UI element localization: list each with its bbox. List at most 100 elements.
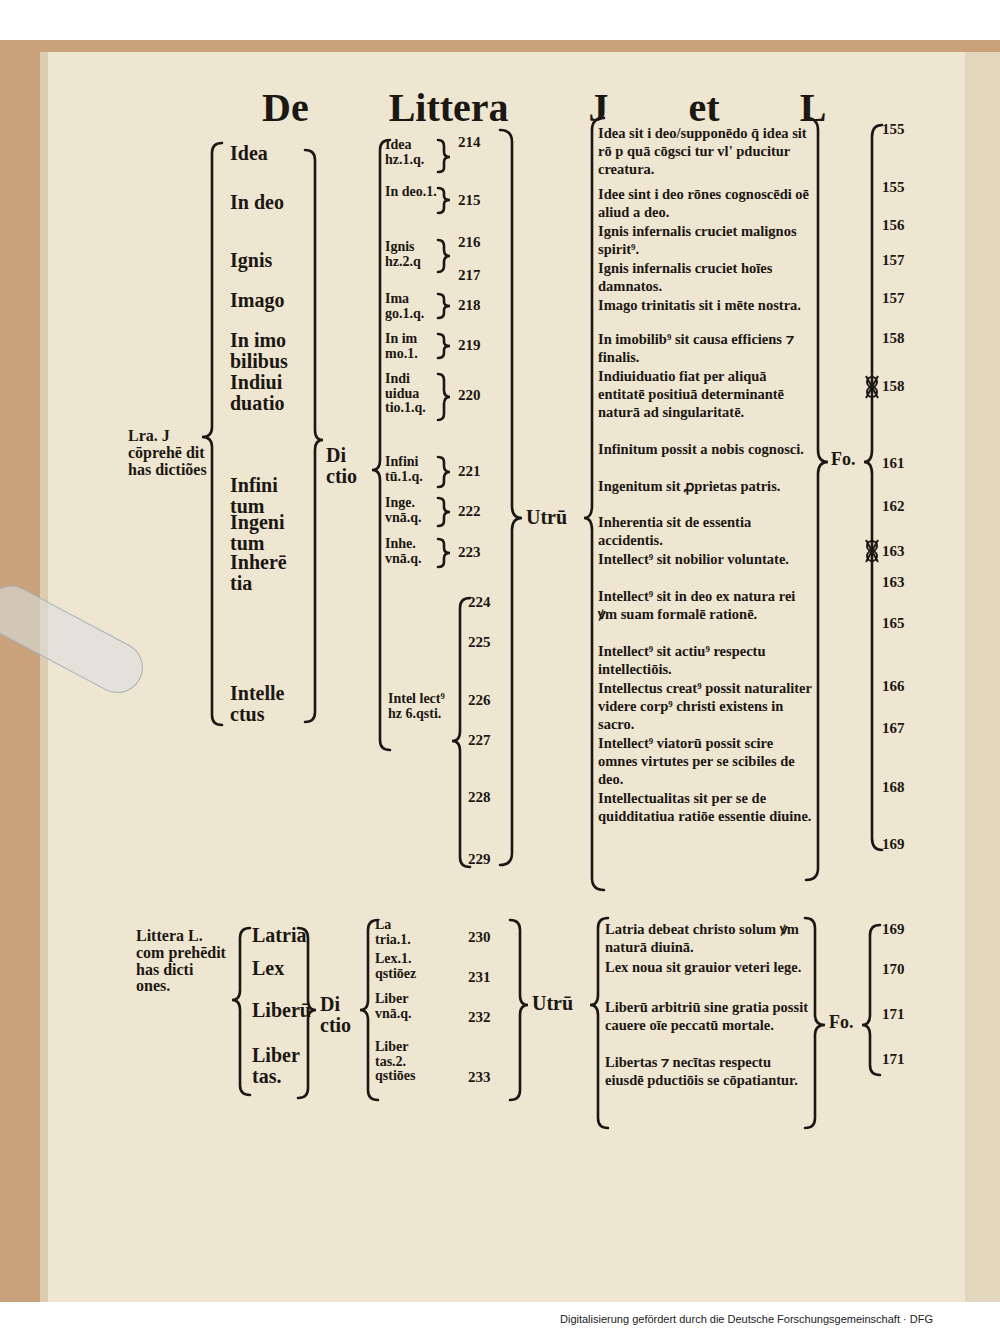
dictio-word: Liber tas. — [252, 1045, 312, 1087]
dictio-word: In deo — [230, 192, 310, 213]
question-number: 233 — [468, 1070, 508, 1086]
folio-number: 166 — [882, 679, 932, 695]
glass-pointer — [0, 577, 151, 701]
folio-number: 163 — [882, 544, 932, 560]
question-number: 223 — [458, 545, 498, 561]
question-text: Ingenitum sit ꝓprietas patris. — [598, 477, 813, 495]
folio-number: 155 — [882, 122, 932, 138]
page-title: De Littera J et L — [262, 84, 826, 131]
folio-number: 157 — [882, 253, 932, 269]
dictio-word: In imo bilibus — [230, 330, 310, 372]
question-text: Ignis infernalis cruciet malignos spirit… — [598, 222, 813, 258]
dictio-word: Ingeni tum — [230, 512, 310, 554]
question-text: Libertas ⁊ necītas respectu eiusdē pduct… — [605, 1053, 810, 1089]
dictio-label: Di ctio — [326, 445, 368, 487]
question-text: Imago trinitatis sit i mēte nostra. — [598, 296, 813, 314]
question-text: Liberū arbitriū sine gratia possit cauer… — [605, 998, 810, 1034]
knot-ornaments — [866, 376, 878, 562]
utrum-label: Utrū — [532, 993, 588, 1014]
folio-number: 167 — [882, 721, 932, 737]
folio-number: 157 — [882, 291, 932, 307]
folio-number: 161 — [882, 456, 932, 472]
question-text: Idee sint i deo rōnes cognoscēdi oē aliu… — [598, 185, 813, 221]
folio-number: 156 — [882, 218, 932, 234]
folio-number: 158 — [882, 379, 932, 395]
question-text: Intellect⁹ sit in deo ex natura rei ꝟm s… — [598, 587, 813, 623]
question-ref: Inhe. vnā.q. — [385, 537, 440, 566]
question-number: 231 — [468, 970, 508, 986]
dictio-word: Lex — [252, 958, 312, 979]
question-text: Lex noua sit grauior veteri lege. — [605, 958, 810, 976]
question-text: In imobilib⁹ sit causa efficiens ⁊ final… — [598, 330, 813, 366]
dictio-word: Ignis — [230, 250, 310, 271]
folio-label: Fo. — [829, 1013, 865, 1032]
question-ref: Intel lect⁹ hz 6.qsti. — [388, 692, 448, 721]
dictio-word: Idea — [230, 143, 310, 164]
question-text: Ignis infernalis cruciet hoīes damnatos. — [598, 259, 813, 295]
dictio-word: Imago — [230, 290, 310, 311]
folio-number: 168 — [882, 780, 932, 796]
question-text: Idea sit i deo/supponēdo q̄ idea sit rō … — [598, 124, 813, 178]
dictio-word: Inherē tia — [230, 552, 310, 594]
question-ref: In im mo.1. — [385, 332, 440, 361]
folio-number: 169 — [882, 837, 932, 853]
footer-band — [540, 1308, 1000, 1334]
folio-number: 171 — [882, 1007, 932, 1023]
binding — [0, 40, 1000, 1302]
dictio-label: Di ctio — [320, 994, 362, 1036]
question-ref: Indi uidua tio.1.q. — [385, 372, 440, 416]
brackets — [202, 118, 882, 1128]
utrum-label: Utrū — [526, 507, 582, 528]
question-text: Inherentia sit de essentia accidentis. — [598, 513, 813, 549]
question-ref: Lex.1. qstiōez — [375, 952, 435, 981]
question-ref: Ignis hz.2.q — [385, 240, 440, 269]
folio-number: 165 — [882, 616, 932, 632]
question-number: 221 — [458, 464, 498, 480]
folio-number: 171 — [882, 1052, 932, 1068]
question-number: 222 — [458, 504, 498, 520]
question-ref: Ima go.1.q. — [385, 292, 440, 321]
question-number: 232 — [468, 1010, 508, 1026]
question-number: 228 — [468, 790, 508, 806]
folio-number: 170 — [882, 962, 932, 978]
question-number: 217 — [458, 268, 498, 284]
question-ref: Inge. vnā.q. — [385, 496, 440, 525]
question-text: Intellectualitas sit per se de quidditat… — [598, 789, 813, 825]
question-number: 214 — [458, 135, 498, 151]
question-number: 226 — [468, 693, 508, 709]
dictio-word: Indiui duatio — [230, 372, 310, 414]
question-text: Intellectus creat⁹ possit naturaliter vi… — [598, 679, 813, 733]
group-label: Littera L. com prehēdit has dicti ones. — [136, 928, 230, 995]
question-number: 215 — [458, 193, 498, 209]
folio-number: 162 — [882, 499, 932, 515]
page-edge — [40, 52, 48, 1302]
question-number: 225 — [468, 635, 508, 651]
dictio-word: Intelle ctus — [230, 683, 310, 725]
dictio-word: Latria — [252, 925, 312, 946]
question-number: 216 — [458, 235, 498, 251]
question-number: 220 — [458, 388, 498, 404]
question-ref: La tria.1. — [375, 918, 427, 947]
question-ref: Idea hz.1.q. — [385, 138, 440, 167]
question-text: Latria debeat christo solum ꝟm naturā di… — [605, 920, 810, 956]
folio-number: 158 — [882, 331, 932, 347]
question-ref: In deo.1. — [385, 185, 440, 200]
group-label: Lra. J cōprehē dit has dictiões — [128, 428, 208, 478]
digitization-credit: Digitalisierung gefördert durch die Deut… — [560, 1314, 933, 1326]
folio-number: 163 — [882, 575, 932, 591]
dictio-word: Infini tum — [230, 475, 310, 517]
question-text: Intellect⁹ sit actiu⁹ respectu intellect… — [598, 642, 813, 678]
folio-label: Fo. — [831, 450, 867, 469]
folio-number: 169 — [882, 922, 932, 938]
question-number: 218 — [458, 298, 498, 314]
dictio-word: Liberū — [252, 1000, 312, 1021]
paper — [40, 52, 965, 1302]
question-number: 227 — [468, 733, 508, 749]
next-page — [965, 52, 1000, 1302]
question-text: Intellect⁹ sit nobilior voluntate. — [598, 550, 813, 568]
question-text: Intellect⁹ viatorū possit scire omnes vi… — [598, 734, 813, 788]
question-text: Infinitum possit a nobis cognosci. — [598, 440, 813, 458]
question-number: 219 — [458, 338, 498, 354]
